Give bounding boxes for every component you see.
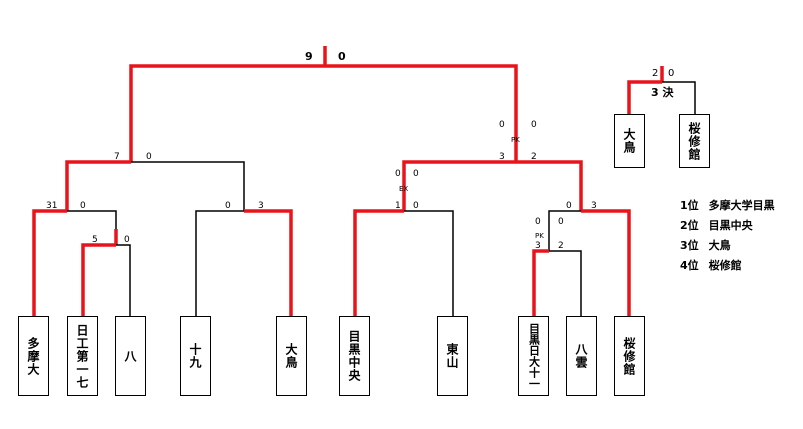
rank-team: 大鳥: [708, 239, 731, 252]
third-left-path: [627, 80, 662, 114]
semi2-score-right: 2: [531, 152, 537, 162]
qf4-score-left: 0: [566, 201, 572, 211]
final-score-left: 9: [305, 50, 313, 63]
team-name: 八雲: [574, 343, 588, 369]
team-box-otori: 大鳥: [276, 316, 307, 396]
final-left-path: [129, 64, 325, 162]
team-name: 東山: [445, 343, 459, 369]
rank-place: 2位: [680, 219, 699, 232]
third-place-box-oushukan: 桜修館: [679, 114, 710, 168]
final-score-right: 0: [338, 50, 346, 63]
team-name: 多摩大: [26, 336, 40, 376]
third-place-box-otori: 大鳥: [614, 114, 645, 168]
qf4-score-right: 3: [591, 201, 597, 211]
qf4-left-path: [548, 210, 581, 251]
team-box-tama: 多摩大: [18, 316, 49, 396]
semi2-right-path: [516, 160, 583, 211]
r1b-right-path: [549, 250, 582, 316]
r1b-score-right: 2: [558, 241, 564, 251]
team-name: 桜修館: [687, 121, 701, 161]
qf3-score-left: 1: [395, 201, 401, 211]
semi2-pk-score-left: 0: [499, 120, 505, 130]
team-name: 八: [123, 349, 137, 363]
qf1-score-right: 0: [80, 201, 86, 211]
r1b-pk-note: PK: [535, 232, 544, 240]
team-box-higashiyama: 東山: [437, 316, 468, 396]
qf3-left-path: [353, 209, 404, 316]
qf1-score-left: 31: [46, 201, 58, 211]
qf2-right-path: [244, 209, 293, 316]
qf4-right-path: [581, 209, 631, 316]
team-name: 大鳥: [284, 343, 298, 369]
team-name: 桜修館: [622, 336, 636, 376]
r1b-left-path: [532, 249, 549, 316]
rank-place: 3位: [680, 239, 699, 252]
semi1-left-path: [65, 160, 131, 211]
team-box-oushukan: 桜修館: [614, 316, 645, 396]
rank-team: 多摩大学目黒: [708, 199, 775, 212]
r1b-pk-score-right: 0: [558, 217, 564, 227]
rank-place: 4位: [680, 259, 699, 272]
team-box-meguro-chuo: 目黒中央: [339, 316, 370, 396]
r1a-score-right: 0: [124, 235, 130, 245]
ranking-row: 3位大鳥: [680, 236, 775, 256]
third-score-right: 0: [668, 68, 675, 79]
semi2-pk-note: PK: [511, 136, 520, 144]
final-right-path: [325, 64, 518, 162]
qf3-ex-score-right: 0: [413, 169, 419, 179]
team-name: 目黒日大十一: [527, 323, 541, 389]
qf3-ex-note: EX: [399, 185, 409, 193]
qf3-score-right: 0: [413, 201, 419, 211]
team-box-hachi: 八: [115, 316, 146, 396]
semi1-right-path: [131, 161, 245, 211]
r1b-score-left: 3: [535, 241, 541, 251]
rank-team: 桜修館: [708, 259, 742, 272]
team-box-jukyu: 十九: [180, 316, 211, 396]
qf1-left-path: [32, 209, 67, 316]
team-name: 十九: [188, 343, 202, 369]
team-name: 大鳥: [622, 128, 636, 154]
qf2-left-path: [195, 210, 244, 316]
semi1-score-right: 0: [146, 152, 152, 162]
ranking-row: 4位桜修館: [680, 256, 775, 276]
r1a-score-left: 5: [92, 235, 98, 245]
semi1-score-left: 7: [114, 152, 120, 162]
r1a-right-path: [116, 244, 131, 316]
qf2-score-left: 0: [225, 201, 231, 211]
semi2-pk-score-right: 0: [531, 120, 537, 130]
rank-place: 1位: [680, 199, 699, 212]
r1b-pk-score-left: 0: [535, 217, 541, 227]
semi2-left-path: [402, 160, 516, 211]
third-score-left: 2: [652, 68, 659, 79]
team-box-yakumo: 八雲: [566, 316, 597, 396]
team-name: 日工第一七: [75, 323, 89, 389]
team-box-meguro-nichidai: 目黒日大十一: [518, 316, 549, 396]
third-right-path: [662, 81, 696, 114]
r1a-left-path: [81, 243, 116, 316]
team-name: 目黒中央: [347, 330, 361, 382]
ranking-row: 2位目黒中央: [680, 216, 775, 236]
ranking-list: 1位多摩大学目黒 2位目黒中央 3位大鳥 4位桜修館: [680, 196, 775, 276]
ranking-row: 1位多摩大学目黒: [680, 196, 775, 216]
qf3-ex-score-left: 0: [395, 169, 401, 179]
team-box-nikko: 日工第一七: [67, 316, 98, 396]
rank-team: 目黒中央: [708, 219, 753, 232]
qf3-right-path: [404, 210, 454, 316]
semi2-score-left: 3: [499, 152, 505, 162]
qf2-score-right: 3: [258, 201, 264, 211]
third-place-label: 3 決: [651, 86, 674, 99]
